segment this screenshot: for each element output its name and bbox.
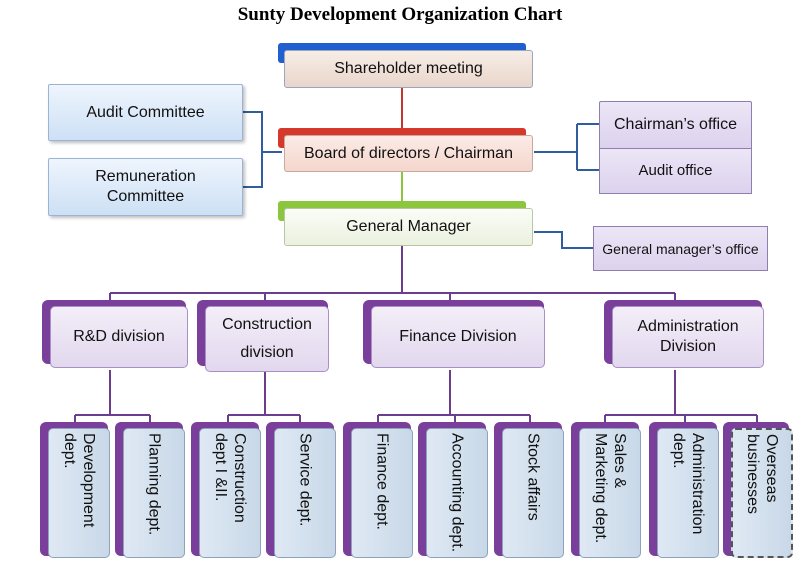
dept-finance[interactable]: Finance dept. xyxy=(351,428,413,558)
shareholder-meeting-box[interactable]: Shareholder meeting xyxy=(284,50,533,88)
gm-office-box[interactable]: General manager’s office xyxy=(593,226,768,271)
dept-label: Accounting dept. xyxy=(448,433,466,553)
general-manager-box[interactable]: General Manager xyxy=(284,208,533,246)
dept-sales-marketing[interactable]: Sales & Marketing dept. xyxy=(579,428,641,558)
connector-finance-depts xyxy=(377,370,531,425)
dept-label: Stock affairs xyxy=(524,433,542,521)
division-label: Finance Division xyxy=(399,328,517,345)
dept-overseas-businesses[interactable]: Overseas businesses xyxy=(731,428,793,558)
chart-title: Sunty Development Organization Chart xyxy=(237,4,563,25)
connector-gm-divisions xyxy=(109,246,676,303)
dept-label: Development dept. xyxy=(61,433,97,528)
shareholder-meeting-label: Shareholder meeting xyxy=(334,60,483,77)
connector-admin-depts xyxy=(604,370,758,425)
board-of-directors-box[interactable]: Board of directors / Chairman xyxy=(284,135,533,172)
dept-service[interactable]: Service dept. xyxy=(274,428,336,558)
gm-office-label: General manager’s office xyxy=(602,240,759,257)
division-label: Construction division xyxy=(222,316,312,361)
connector-gm-office xyxy=(534,231,593,249)
division-finance[interactable]: Finance Division xyxy=(371,306,545,368)
dept-label: Construction dept I &II. xyxy=(212,433,248,523)
dept-construction[interactable]: Construction dept I &II. xyxy=(199,428,261,558)
remuneration-committee-label: Remuneration Committee xyxy=(95,168,196,205)
connector-offices xyxy=(534,123,600,171)
audit-office-box[interactable]: Audit office xyxy=(599,148,752,194)
dept-administration[interactable]: Administration dept. xyxy=(657,428,719,558)
board-of-directors-label: Board of directors / Chairman xyxy=(304,144,513,162)
connector-construction-depts xyxy=(227,372,301,425)
dept-accounting[interactable]: Accounting dept. xyxy=(426,428,488,558)
connector-committees xyxy=(243,111,282,188)
remuneration-committee-box[interactable]: Remuneration Committee xyxy=(48,158,243,216)
audit-committee-label: Audit Committee xyxy=(86,103,205,121)
dept-label: Administration dept. xyxy=(670,433,706,535)
dept-label: Finance dept. xyxy=(373,433,391,530)
connector-rd-depts xyxy=(74,370,151,425)
division-label: Administration Division xyxy=(637,318,739,355)
chairmans-office-box[interactable]: Chairman’s office xyxy=(599,101,752,149)
division-construction[interactable]: Construction division xyxy=(205,306,329,372)
audit-committee-box[interactable]: Audit Committee xyxy=(48,84,243,141)
chairmans-office-label: Chairman’s office xyxy=(613,116,738,133)
dept-label: Planning dept. xyxy=(145,433,163,536)
dept-label: Overseas businesses xyxy=(744,434,780,515)
general-manager-label: General Manager xyxy=(346,218,471,235)
division-rd[interactable]: R&D division xyxy=(50,306,188,368)
division-label: R&D division xyxy=(73,328,165,345)
dept-planning[interactable]: Planning dept. xyxy=(123,428,185,558)
division-administration[interactable]: Administration Division xyxy=(612,306,764,368)
dept-stock-affairs[interactable]: Stock affairs xyxy=(502,428,564,558)
dept-label: Service dept. xyxy=(296,433,314,527)
audit-office-label: Audit office xyxy=(638,162,713,179)
dept-label: Sales & Marketing dept. xyxy=(592,433,628,544)
dept-development[interactable]: Development dept. xyxy=(48,428,110,558)
